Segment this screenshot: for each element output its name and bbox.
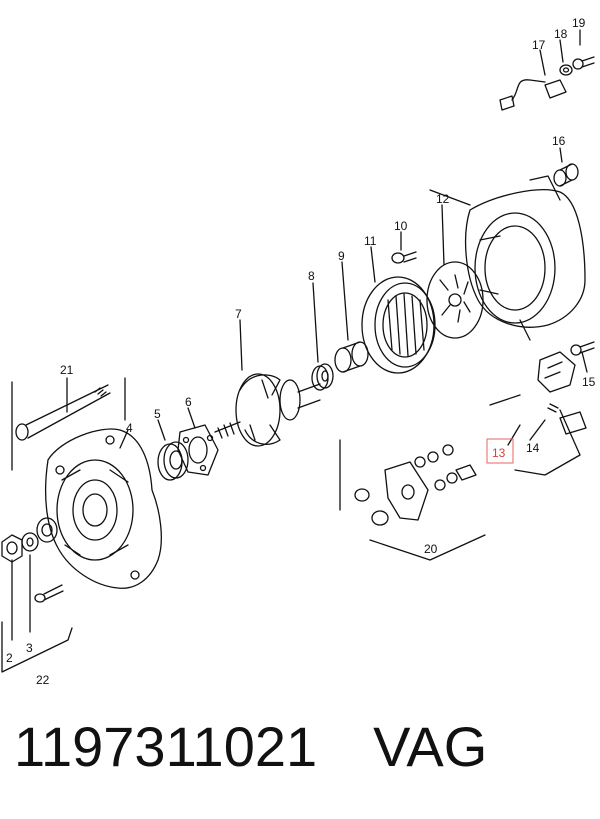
part-10-screw	[391, 251, 417, 264]
bracket-22	[1, 621, 73, 673]
callout-21: 21	[60, 363, 74, 377]
washer-front	[36, 517, 58, 543]
callout-18: 18	[554, 27, 568, 41]
part-17-connector	[499, 79, 567, 111]
callout-10: 10	[394, 219, 408, 233]
callout-16: 16	[552, 134, 566, 148]
callout-15: 15	[582, 375, 596, 389]
rear-housing	[464, 175, 586, 341]
callout-12: 12	[436, 192, 450, 206]
part-caption: 1197311021 VAG	[14, 712, 487, 782]
callout-13: 13	[492, 446, 506, 460]
alternator-exploded-diagram: 2 3 4 5 6 7 8 9 10 11 12 13 14 15 16 17 …	[1, 16, 596, 687]
regulator	[537, 351, 576, 393]
callout-22: 22	[36, 673, 50, 687]
part-20-small-parts	[354, 444, 477, 526]
brand-name: VAG	[373, 715, 488, 778]
callout-11: 11	[364, 234, 377, 248]
part-15-screw	[570, 341, 595, 356]
callout-14: 14	[526, 441, 540, 455]
callout-19: 19	[572, 16, 586, 30]
callout-4: 4	[126, 421, 133, 435]
bracket-20	[339, 439, 486, 561]
callout-3: 3	[26, 641, 33, 655]
small-bolt	[34, 584, 64, 603]
callout-17: 17	[532, 38, 546, 52]
part-2-nut	[1, 534, 23, 563]
callout-5: 5	[154, 407, 161, 421]
part-11-stator	[361, 276, 436, 374]
callout-7: 7	[235, 307, 242, 321]
callout-2: 2	[6, 651, 13, 665]
highlight-box-13	[486, 438, 514, 464]
part-19-screw	[572, 56, 595, 70]
part-9-sleeve	[334, 341, 369, 373]
part-14-brushes	[547, 403, 587, 435]
bracket-12-housing	[429, 189, 471, 206]
part-number: 1197311021	[14, 715, 318, 778]
part-18-washer	[559, 64, 573, 76]
bracket-21	[11, 377, 126, 471]
part-8-bearing	[311, 363, 334, 391]
part-7-rotor	[214, 373, 321, 447]
part-4-front-housing	[44, 428, 162, 589]
part-3-washer	[21, 532, 39, 552]
callout-20: 20	[424, 542, 438, 556]
callout-8: 8	[308, 269, 315, 283]
part-21-bolt	[15, 384, 111, 441]
part-6-plate	[177, 424, 219, 476]
part-16-bushing	[553, 163, 579, 187]
callout-9: 9	[338, 249, 345, 263]
callout-6: 6	[185, 395, 192, 409]
